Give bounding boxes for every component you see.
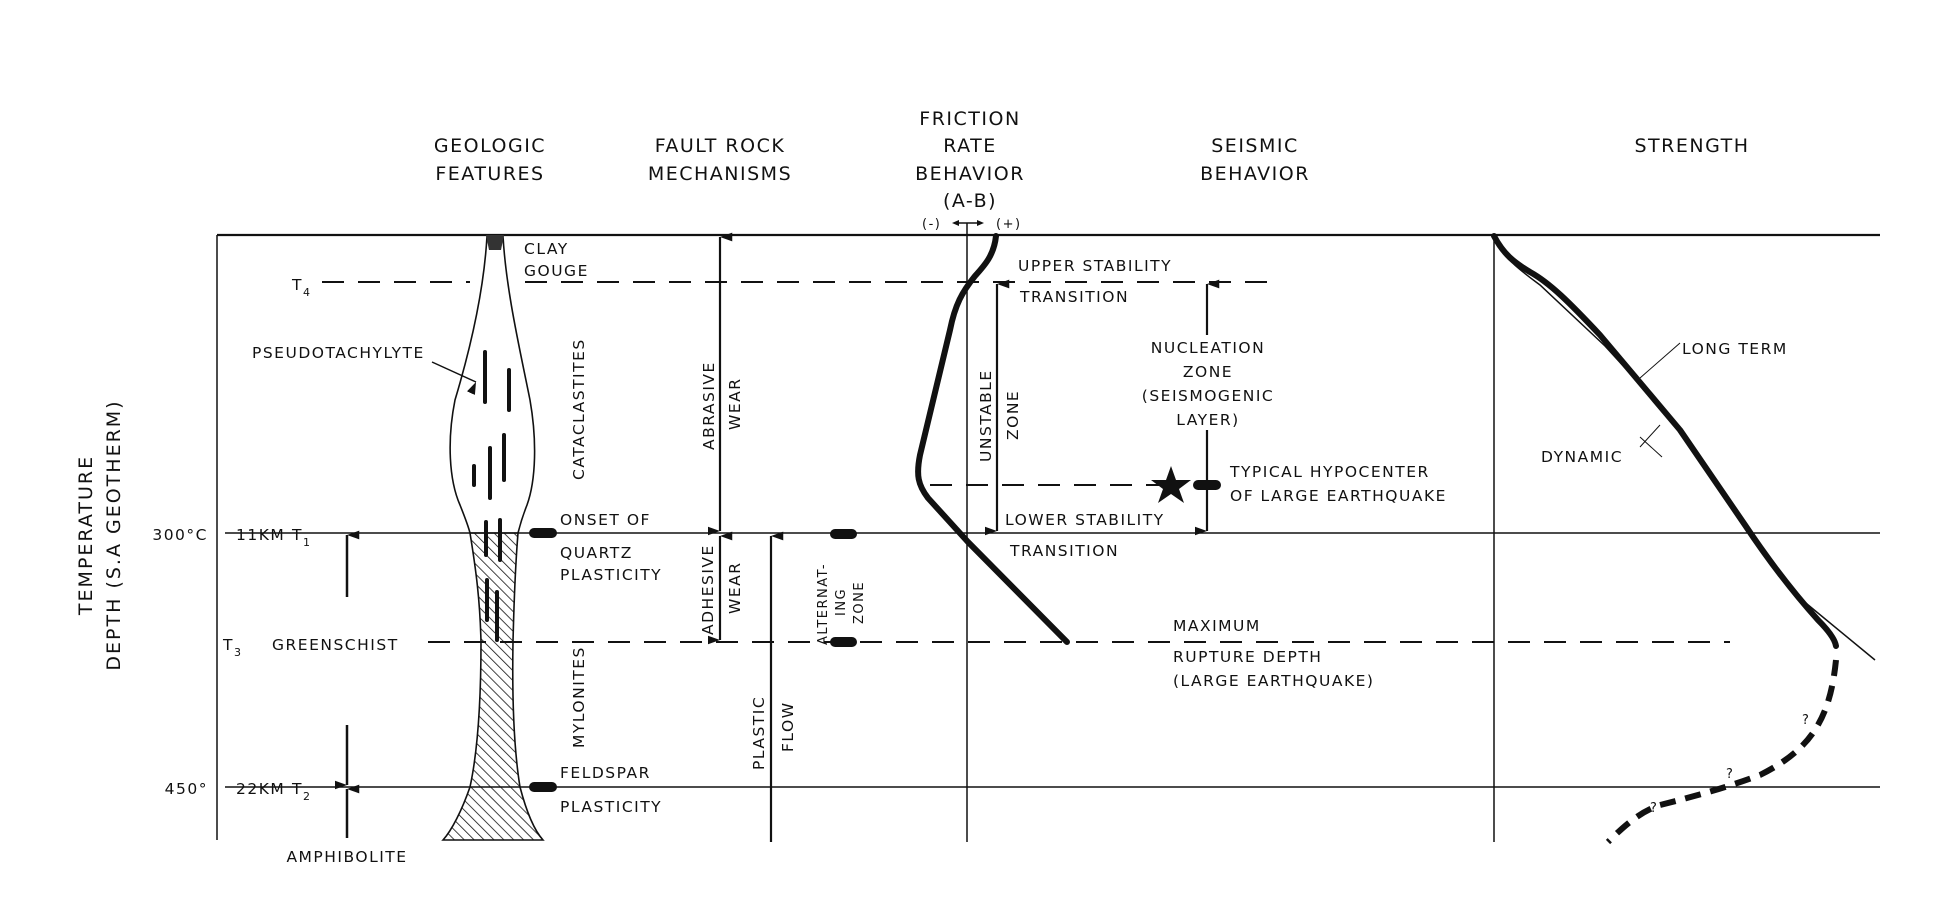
t4-symbol: T4 xyxy=(291,276,311,299)
adhesive-wear-label: WEAR xyxy=(726,562,744,615)
geologic-labels: CLAY GOUGE PSEUDOTACHYLYTE CATACLASTITES… xyxy=(252,240,662,816)
mechanisms: ABRASIVE WEAR ADHESIVE WEAR PLASTIC FLOW… xyxy=(699,232,867,842)
hypocenter-label-1: TYPICAL HYPOCENTER xyxy=(1229,463,1430,481)
quartz-label: QUARTZ xyxy=(560,544,633,562)
y-axis-temperature: TEMPERATURE xyxy=(75,455,97,616)
onset-of-label: ONSET OF xyxy=(560,511,651,529)
t2-temperature: 450° xyxy=(165,780,208,798)
header-friction-3: BEHAVIOR xyxy=(915,163,1025,185)
long-term-leader xyxy=(1639,342,1681,379)
t1-temperature: 300°C xyxy=(152,526,208,544)
dynamic-leader xyxy=(1639,436,1663,458)
nucleation-label-2: ZONE xyxy=(1183,363,1233,381)
friction-column: UNSTABLE ZONE xyxy=(915,233,1070,645)
friction-sign-negative: (-) xyxy=(922,217,941,232)
plastic-label: PLASTIC xyxy=(750,696,768,770)
alternating-label-3: ZONE xyxy=(852,581,867,624)
max-rupture-label-3: (LARGE EARTHQUAKE) xyxy=(1173,672,1374,690)
friction-sign-positive: (+) xyxy=(996,217,1022,232)
friction-a-minus-b-curve xyxy=(915,233,1070,645)
t1-depth: 11KM xyxy=(236,526,285,544)
nucleation-label-3: (SEISMOGENIC xyxy=(1142,387,1274,405)
nucleation-label-1: NUCLEATION xyxy=(1151,339,1265,357)
header-friction-1: FRICTION xyxy=(919,108,1020,130)
header-fault-rock-1: FAULT ROCK xyxy=(655,135,786,157)
feldspar-label: FELDSPAR xyxy=(560,764,651,782)
dynamic-label: DYNAMIC xyxy=(1541,448,1623,466)
t3-symbol: T3 xyxy=(222,636,242,659)
friction-sign-arrows xyxy=(952,220,984,236)
uncertain-mark: ? xyxy=(1650,801,1658,816)
y-axis-label: TEMPERATURE DEPTH (S.A GEOTHERM) xyxy=(75,399,125,670)
header-geologic-1: GEOLOGIC xyxy=(434,135,546,157)
uncertain-strength-curve xyxy=(1605,659,1839,845)
header-fault-rock-2: MECHANISMS xyxy=(648,163,792,185)
mylonites-label: MYLONITES xyxy=(570,646,588,748)
y-axis-depth: DEPTH (S.A GEOTHERM) xyxy=(103,399,125,670)
nucleation-label-4: LAYER) xyxy=(1176,411,1239,429)
lower-transition-label: TRANSITION xyxy=(1009,542,1119,560)
alternating-label-1: ALTERNAT- xyxy=(816,563,831,645)
abrasive-label: ABRASIVE xyxy=(700,361,718,450)
pseudotachylyte-label: PSEUDOTACHYLYTE xyxy=(252,344,425,362)
clay-gouge-1: CLAY xyxy=(524,240,569,258)
dynamic-strength-line xyxy=(1493,236,1791,591)
cataclastite-right-edge xyxy=(502,235,536,534)
fault-zone-shape xyxy=(431,235,545,841)
header-friction-2: RATE xyxy=(943,135,997,157)
t1-symbol: T1 xyxy=(291,526,311,549)
flow-label: FLOW xyxy=(779,701,797,752)
clay-gouge-2: GOUGE xyxy=(524,262,589,280)
adhesive-label: ADHESIVE xyxy=(699,544,717,635)
header-seismic-2: BEHAVIOR xyxy=(1200,163,1310,185)
t2-symbol: T2 xyxy=(291,780,311,803)
plasticity-quartz-label: PLASTICITY xyxy=(560,566,662,584)
upper-transition-label: TRANSITION xyxy=(1019,288,1129,306)
max-rupture-label-1: MAXIMUM xyxy=(1173,617,1261,635)
uncertain-mark: ? xyxy=(1726,767,1734,782)
frame xyxy=(216,233,1880,842)
abrasive-wear-label: WEAR xyxy=(726,378,744,431)
strength-column: ? ? ? LONG TERM DYNAMIC xyxy=(1491,233,1876,845)
seismic-column: UPPER STABILITY TRANSITION NUCLEATION ZO… xyxy=(1005,257,1447,690)
column-headers: GEOLOGIC FEATURES FAULT ROCK MECHANISMS … xyxy=(434,108,1749,236)
header-strength: STRENGTH xyxy=(1634,135,1749,157)
mylonite-zone xyxy=(441,532,545,841)
t2-depth: 22KM xyxy=(236,780,285,798)
lower-stability-label: LOWER STABILITY xyxy=(1005,511,1165,529)
dynamic-leader xyxy=(1639,424,1661,448)
level-labels: T4 300°C 11KM T1 T3 GREENSCHIST 450° 22K… xyxy=(152,276,407,866)
header-seismic-1: SEISMIC xyxy=(1211,135,1299,157)
unstable-label: UNSTABLE xyxy=(977,369,995,462)
upper-stability-label: UPPER STABILITY xyxy=(1018,257,1172,275)
zone-label: ZONE xyxy=(1004,390,1022,440)
pseudotachylyte-pointer xyxy=(431,361,477,395)
hypocenter-star-icon xyxy=(1151,466,1191,503)
cataclastite-left-edge xyxy=(449,235,488,534)
t3-greenschist: GREENSCHIST xyxy=(272,636,399,654)
clay-gouge-cap xyxy=(486,235,504,250)
long-term-label: LONG TERM xyxy=(1682,340,1788,358)
header-geologic-2: FEATURES xyxy=(435,163,544,185)
hypocenter-label-2: OF LARGE EARTHQUAKE xyxy=(1230,487,1447,505)
alternating-label-2: ING xyxy=(834,588,849,616)
cataclastites-label: CATACLASTITES xyxy=(570,338,588,480)
amphibolite-label: AMPHIBOLITE xyxy=(286,848,407,866)
plasticity-feldspar-label: PLASTICITY xyxy=(560,798,662,816)
uncertain-mark: ? xyxy=(1802,713,1810,728)
long-term-strength-curve xyxy=(1491,233,1839,649)
header-friction-4: (A-B) xyxy=(943,190,997,212)
max-rupture-label-2: RUPTURE DEPTH xyxy=(1173,648,1322,666)
